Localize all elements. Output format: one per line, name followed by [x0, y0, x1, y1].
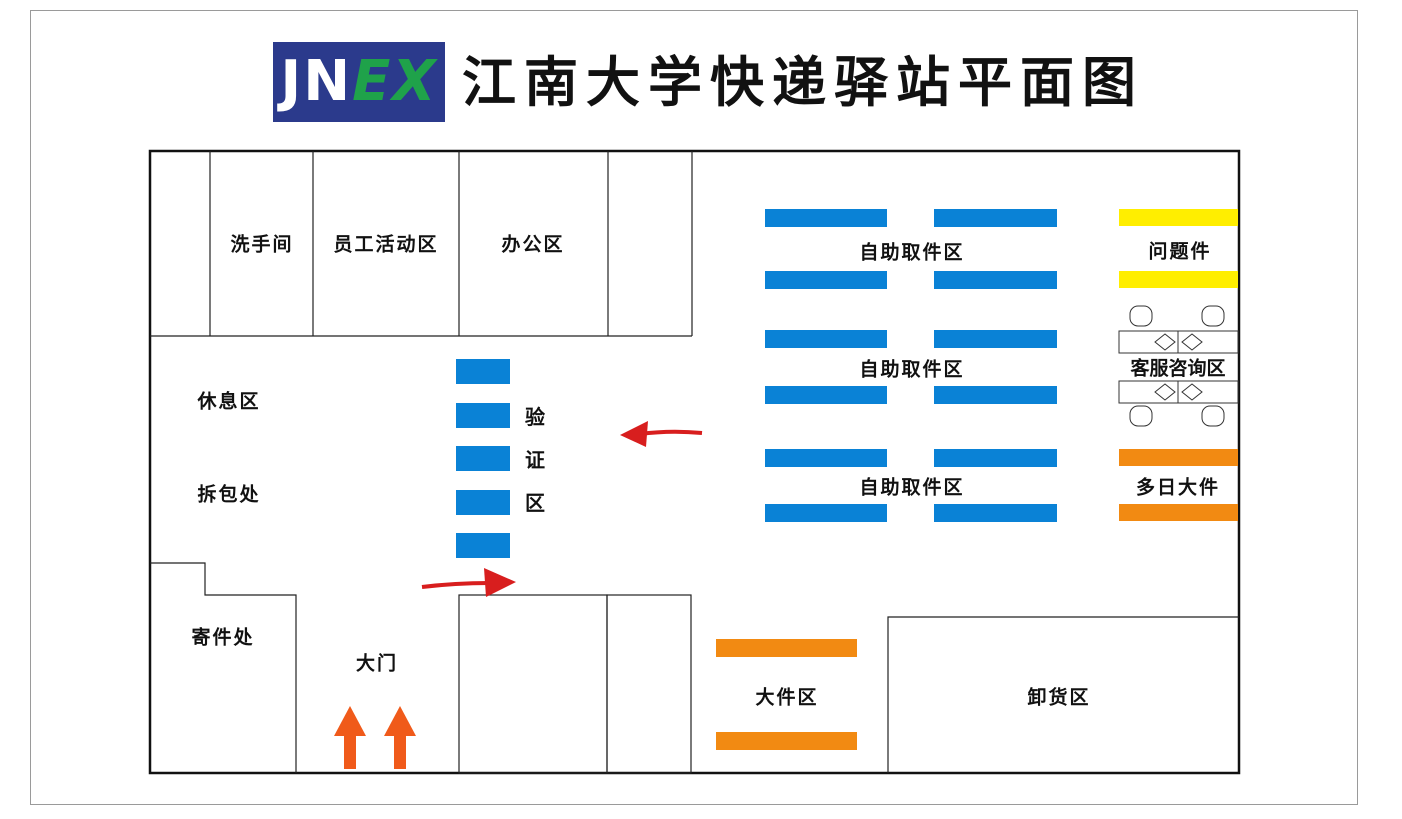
self-pickup-label-2: 自助取件区	[859, 358, 965, 381]
bottom-rooms	[150, 562, 1239, 774]
gate-arrows	[334, 706, 416, 769]
self-pickup-label-3: 自助取件区	[859, 476, 965, 499]
verify-label-2: 证	[525, 448, 545, 472]
page-frame	[30, 10, 1358, 805]
flow-arrows	[421, 421, 703, 597]
rest-area-label: 休息区	[197, 390, 261, 413]
logo-jn-text: JN	[280, 49, 353, 114]
self-pickup-label-1: 自助取件区	[859, 241, 965, 264]
unload-label: 卸货区	[1027, 686, 1091, 709]
building-outline	[148, 149, 1241, 775]
multiday-label: 多日大件	[1135, 476, 1221, 499]
large-area-label: 大件区	[755, 686, 819, 709]
problem-shelves	[1119, 209, 1238, 288]
logo-ex-text: EX	[352, 49, 438, 114]
top-rooms	[150, 151, 693, 337]
restroom-label: 洗手间	[230, 233, 294, 256]
staff-activity-label: 员工活动区	[333, 233, 439, 256]
page-title: 江南大学快递驿站平面图	[462, 51, 1144, 114]
unpack-label: 拆包处	[197, 483, 261, 506]
self-pickup-shelves	[765, 209, 1057, 522]
verify-label-1: 验	[525, 405, 545, 429]
problem-label: 问题件	[1148, 240, 1212, 263]
service-desks	[1118, 330, 1239, 404]
chair-icon-group	[1129, 305, 1225, 427]
service-label: 客服咨询区	[1130, 357, 1226, 380]
send-label: 寄件处	[191, 626, 255, 649]
verify-label-3: 区	[525, 491, 545, 515]
multiday-shelves	[1119, 449, 1238, 521]
office-label: 办公区	[501, 233, 565, 256]
large-shelves	[716, 639, 857, 750]
gate-label: 大门	[355, 652, 399, 675]
verify-shelves	[456, 359, 510, 558]
